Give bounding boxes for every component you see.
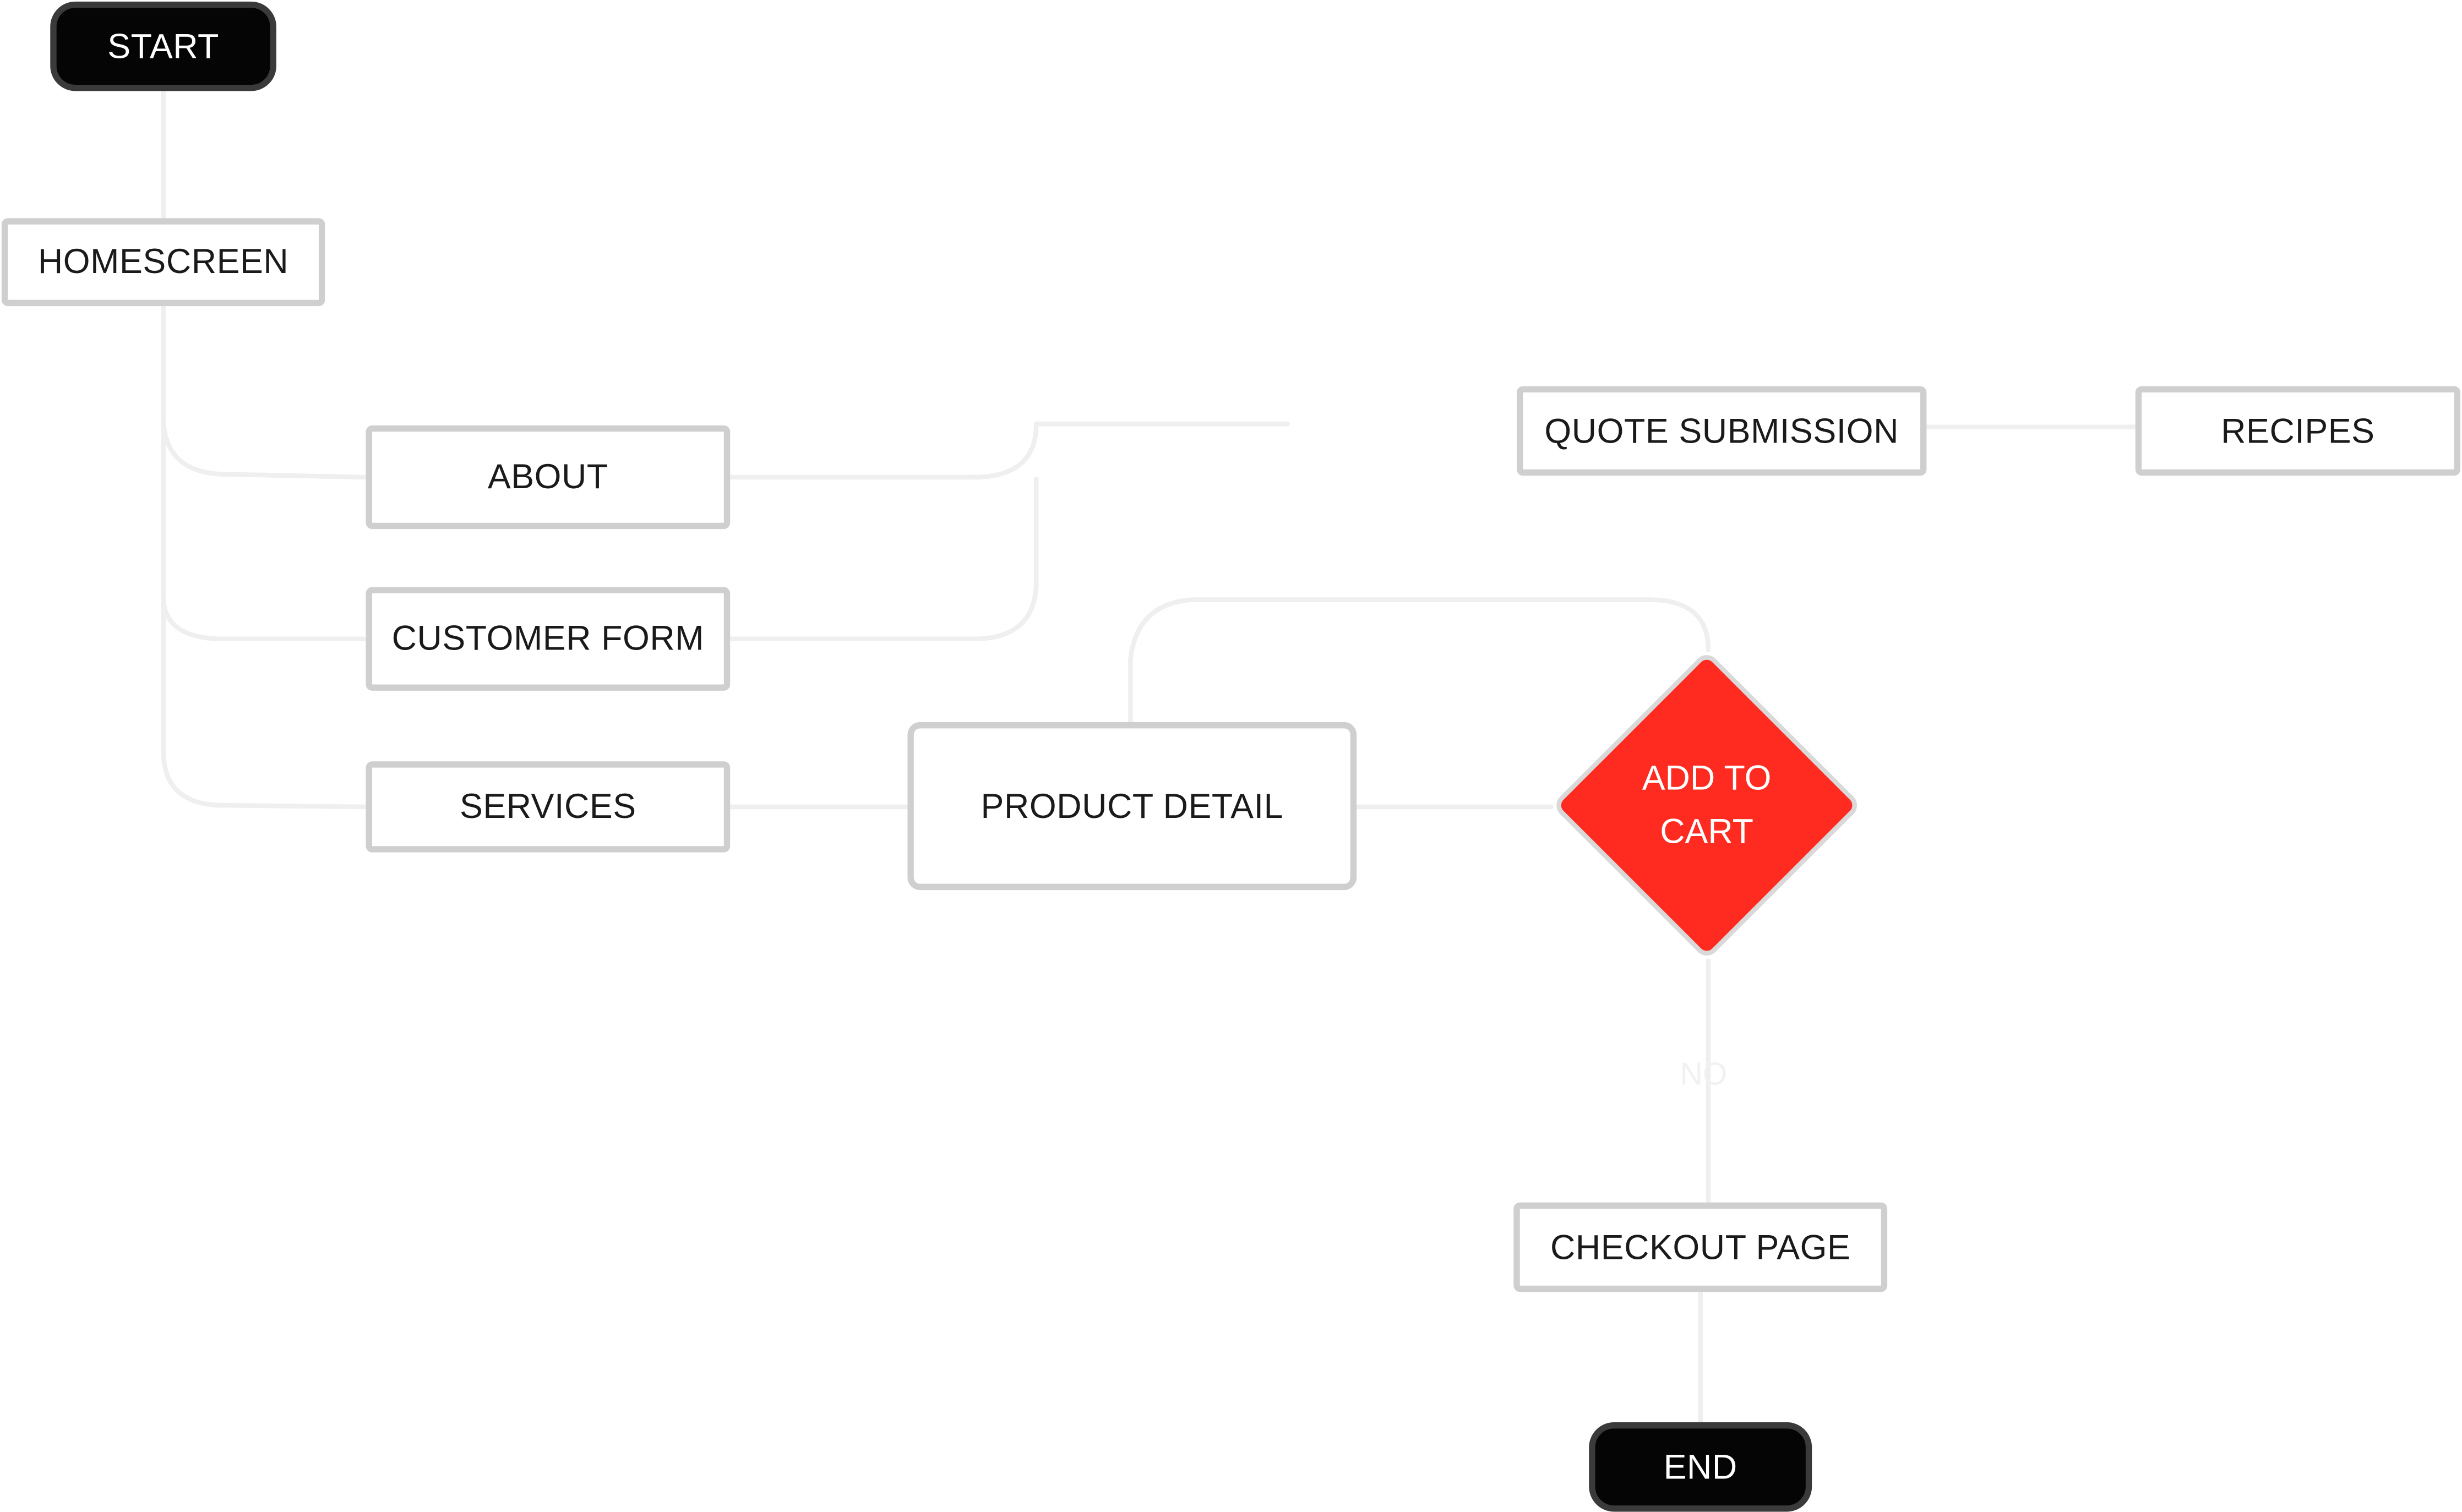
edge-product-quote <box>1128 597 1711 725</box>
edge-homescreen-about <box>161 303 367 480</box>
recipes-label: RECIPES <box>2221 410 2375 450</box>
checkout-page-label: CHECKOUT PAGE <box>1550 1226 1851 1267</box>
add-to-cart-diamond[interactable] <box>1551 649 1862 961</box>
add-to-cart-decision: ADD TO CART <box>1551 649 1862 961</box>
services-node[interactable]: SERVICES <box>366 761 731 853</box>
edge-homescreen-services <box>161 594 367 810</box>
services-label: SERVICES <box>459 786 636 826</box>
recipes-node[interactable]: RECIPES <box>2135 386 2461 476</box>
edge-homescreen-customer-form <box>161 413 367 642</box>
end-label: END <box>1663 1447 1737 1486</box>
end-node[interactable]: END <box>1589 1422 1812 1512</box>
customer-form-label: CUSTOMER FORM <box>391 618 705 658</box>
quote-submission-node[interactable]: QUOTE SUBMISSION <box>1517 386 1927 476</box>
edge-customer-form-quote <box>727 476 1039 642</box>
about-label: ABOUT <box>487 456 608 496</box>
about-node[interactable]: ABOUT <box>366 425 731 530</box>
start-node[interactable]: START <box>50 1 276 91</box>
checkout-page-node[interactable]: CHECKOUT PAGE <box>1513 1202 1888 1292</box>
homescreen-label: HOMESCREEN <box>37 242 289 281</box>
homescreen-node[interactable]: HOMESCREEN <box>1 218 325 307</box>
edge-label-no: NO <box>1680 1058 1728 1093</box>
quote-submission-label: QUOTE SUBMISSION <box>1544 410 1899 450</box>
product-detail-label: PRODUCT DETAIL <box>981 785 1284 825</box>
customer-form-node[interactable]: CUSTOMER FORM <box>366 587 731 691</box>
product-detail-node[interactable]: PRODUCT DETAIL <box>907 722 1357 891</box>
start-label: START <box>107 26 219 65</box>
edge-about-quote <box>727 421 1290 480</box>
